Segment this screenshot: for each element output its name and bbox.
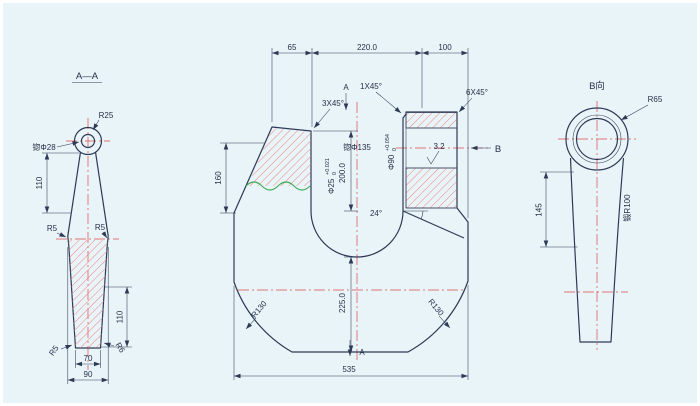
mv-chamfer-3x45: 3X45°	[313, 99, 344, 129]
rv-eye-bore-circle	[575, 117, 619, 161]
lv-bore28-leader	[56, 141, 80, 148]
mv-dim-225: 225.0	[338, 256, 360, 352]
mv-hole25-lower-tol: 0	[332, 172, 338, 175]
view-b-title: B向	[589, 80, 605, 92]
lv-r25-text: R25	[99, 111, 114, 120]
mv-dim-535: 535	[233, 285, 469, 380]
mv-bore90-label: Φ90 +0.054 0	[385, 134, 398, 170]
main-view: 65 220.0 100 A A 3X45° 1X45° 6X45° 锪Φ135…	[214, 43, 501, 380]
rv-eye-chamfer-circle	[572, 114, 622, 164]
lv-dim-110-lower: 110	[101, 286, 132, 348]
lv-label-bore28: 锪Φ28	[32, 141, 80, 152]
mv-dim-200: 200.0	[313, 130, 358, 212]
svg-text:R6: R6	[114, 341, 127, 355]
rv-label-r65: R65	[620, 95, 663, 121]
svg-text:3X45°: 3X45°	[322, 99, 344, 108]
mv-24deg-edge	[402, 210, 465, 239]
mv-view-b-marker: B	[471, 144, 501, 155]
svg-text:R5: R5	[47, 224, 58, 233]
mv-hole25-label: Φ25 +0.021 0	[325, 158, 338, 194]
svg-text:R130: R130	[249, 299, 269, 320]
left-view-section-aa: A—A R25 锪Φ28 110 R5 R5	[32, 71, 132, 384]
lv-dim-70: 70	[75, 350, 101, 368]
mv-arm-hatch	[248, 128, 311, 186]
mv-dim-65-text: 65	[288, 43, 297, 52]
svg-text:R130: R130	[426, 297, 446, 318]
mv-angle-24-text: 24°	[370, 209, 382, 218]
lv-dim-110-lower-text: 110	[116, 310, 125, 323]
mv-boss-hatch-lower	[405, 167, 458, 209]
lv-label-r5-right: R5	[95, 223, 108, 239]
mv-section-a-top-text: A	[343, 83, 349, 92]
lv-label-r6-bottom: R6	[103, 341, 127, 355]
drawing-canvas: A—A R25 锪Φ28 110 R5 R5	[32, 43, 663, 384]
mv-bore90-base: Φ90	[387, 154, 396, 170]
lv-bore28-text: 锪Φ28	[32, 142, 56, 152]
svg-text:R5: R5	[95, 223, 106, 232]
mv-break-wavy-line	[245, 181, 311, 191]
lv-dim-110-upper-text: 110	[35, 176, 44, 189]
mv-boss-hatch-upper	[405, 112, 458, 129]
lv-eye-outer-circle	[73, 126, 103, 156]
rv-r65-text: R65	[648, 95, 663, 104]
mv-label-r130-left: R130	[245, 299, 269, 330]
lv-label-r25: R25	[92, 111, 114, 131]
mv-hole25-upper-tol: +0.021	[325, 158, 331, 175]
mv-section-marker-top: A	[343, 83, 349, 110]
mv-section-a-bottom-text: A	[359, 348, 365, 357]
rv-body-outline	[569, 157, 625, 343]
lv-dim-90: 90	[67, 247, 109, 384]
right-view-b: B向 R65 145 锻R100	[535, 80, 663, 350]
mv-angle-arc	[420, 210, 424, 220]
lv-label-r5-bottom: R5	[47, 343, 73, 357]
lv-r25-leader	[92, 119, 100, 131]
mv-dim-160: 160	[214, 142, 264, 214]
mv-dim-225-text: 225.0	[338, 292, 347, 313]
mv-chamfer-1x45: 1X45°	[360, 82, 402, 114]
mv-roughness-value: 3.2	[433, 142, 445, 151]
mv-chamfer-6x45: 6X45°	[458, 88, 488, 113]
mv-bore90-lower-tol: 0	[392, 148, 398, 151]
rv-eye-outer-circle	[565, 107, 629, 171]
mv-view-b-text: B	[495, 144, 501, 155]
lv-section-hatch	[68, 240, 108, 348]
mv-top-dims: 65 220.0 100	[271, 43, 469, 218]
mv-dim-535-text: 535	[342, 365, 356, 374]
lv-dim-70-text: 70	[84, 354, 93, 363]
mv-bore90-upper-tol: +0.054	[385, 134, 391, 151]
mv-label-r130-right: R130	[426, 297, 451, 329]
mv-roughness-icon	[426, 150, 440, 165]
svg-text:1X45°: 1X45°	[360, 82, 382, 91]
svg-text:R5: R5	[47, 343, 61, 357]
lv-dim-90-text: 90	[84, 370, 93, 379]
rv-dim-145: 145	[535, 171, 578, 248]
mv-section-marker-bottom: A	[347, 340, 365, 357]
mv-dim-200-text: 200.0	[338, 162, 347, 183]
mv-dim-220-text: 220.0	[357, 43, 378, 52]
lv-dim-110-upper: 110	[35, 152, 79, 214]
svg-text:6X45°: 6X45°	[466, 88, 488, 97]
rv-r65-leader	[620, 104, 649, 121]
rv-dim-145-text: 145	[535, 203, 544, 217]
rv-r100-label: 锻R100	[622, 194, 632, 222]
mv-spotface-label: 锪Φ135	[343, 142, 371, 152]
mv-surface-finish: 3.2	[426, 142, 445, 165]
lv-label-r5-left: R5	[47, 224, 67, 238]
section-aa-title: A—A	[76, 71, 99, 82]
mv-dim-100-text: 100	[438, 43, 452, 52]
lv-eye-bore-circle	[80, 133, 96, 149]
mv-dim-160-text: 160	[214, 171, 223, 185]
mv-hole25-base: Φ25	[327, 178, 336, 194]
